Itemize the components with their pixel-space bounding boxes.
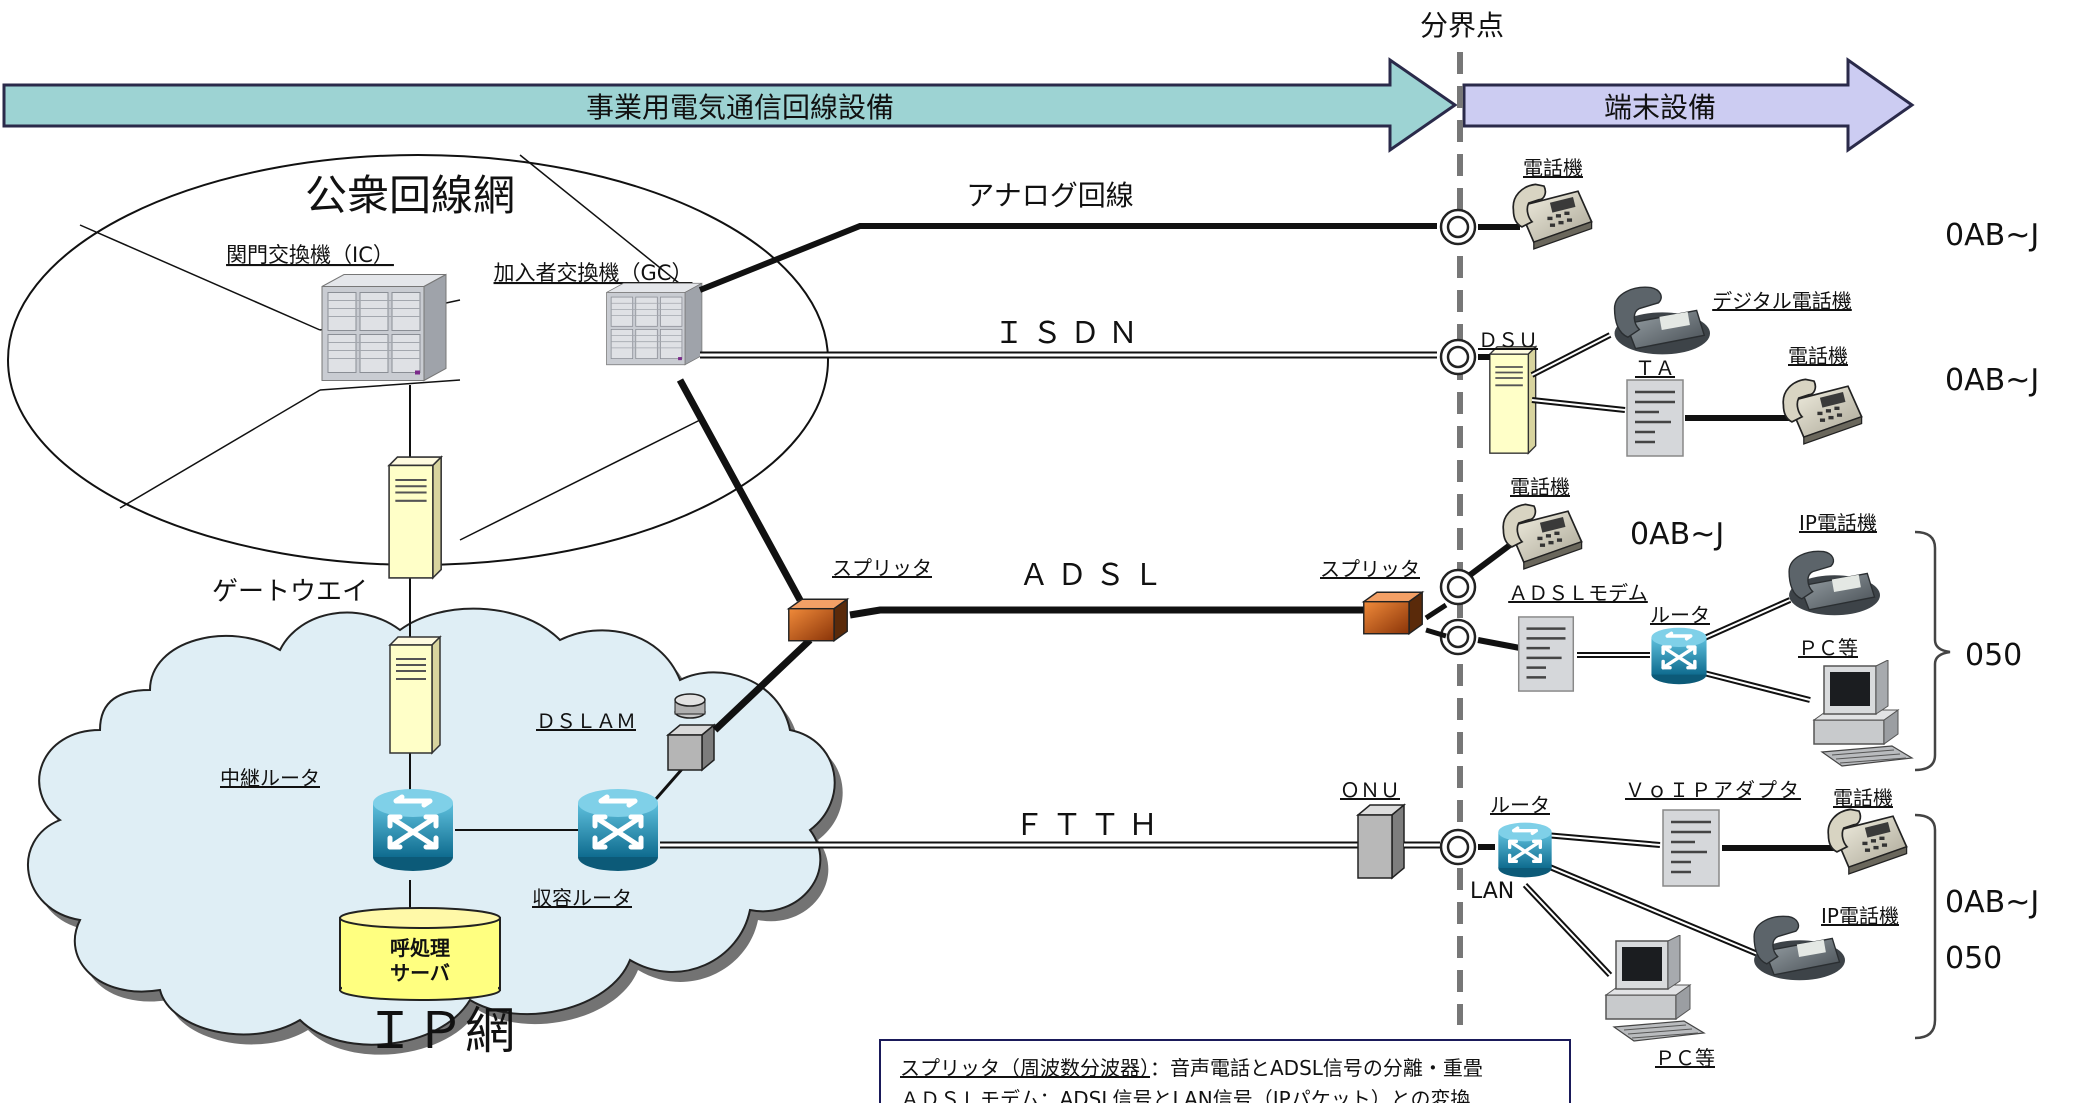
carrier-arrow-label: 事業用電気通信回線設備 — [586, 91, 894, 124]
ftth-pc-icon — [1605, 935, 1705, 1042]
ic-exchange-icon — [321, 273, 447, 382]
adsl-modem-icon — [1517, 615, 1575, 693]
public-network-title: 公衆回線網 — [305, 171, 515, 220]
voip-adapter-icon — [1661, 808, 1721, 888]
ftth-number-a: 0AB~J — [1945, 885, 2039, 920]
isdn-jack-icon — [1439, 338, 1477, 376]
analog-phone-label: 電話機 — [1523, 156, 1583, 180]
adsl-phone-label: 電話機 — [1510, 475, 1570, 499]
notes-term: スプリッタ（周波数分波器） — [900, 1056, 1150, 1080]
gateway-label: ゲートウエイ — [212, 577, 368, 607]
adsl-ip-phone-icon — [1788, 550, 1880, 616]
adsl-line-label: ＡＤＳＬ — [1019, 558, 1171, 593]
ic-label: 関門交換機（IC） — [226, 243, 394, 267]
analog-number: 0AB~J — [1945, 218, 2039, 253]
call-server-label-line2: サーバ — [390, 961, 450, 985]
analog-line-label: アナログ回線 — [966, 179, 1133, 212]
carrier-arrow: 事業用電気通信回線設備 — [2, 57, 1458, 153]
lan-label: LAN — [1470, 879, 1514, 904]
adsl-modem-jack-icon — [1439, 618, 1477, 656]
onu-label: ＯＮＵ — [1340, 778, 1400, 802]
gateway-server-icon — [387, 455, 443, 580]
adsl-lan-links — [1577, 597, 1811, 703]
analog-jack-icon — [1439, 208, 1477, 246]
ftth-jack-icon — [1439, 828, 1477, 866]
ftth-line-label: ＦＴＴＨ — [1014, 808, 1166, 843]
net-splitter-icon — [788, 598, 848, 642]
ftth-pc-label: ＰＣ等 — [1655, 1046, 1715, 1070]
ip-network-title: ＩＰ網 — [365, 1002, 515, 1060]
ftth-ip-phone-label: IP電話機 — [1821, 904, 1899, 928]
analog-phone-icon — [1512, 183, 1593, 250]
ftth-phone-icon — [1827, 808, 1908, 875]
adsl-ip-phone-label: IP電話機 — [1799, 511, 1877, 535]
adsl-router-label: ルータ — [1650, 603, 1710, 627]
isdn-phone-icon — [1782, 378, 1863, 445]
isdn-phone-label: 電話機 — [1788, 344, 1848, 368]
public-network: 公衆回線網 関門交換機（IC） 加入者交換機（GC） — [7, 154, 829, 566]
edge-router-icon — [578, 789, 658, 871]
boundary-label: 分界点 — [1420, 9, 1504, 42]
call-server-label-line1: 呼処理 — [390, 936, 450, 960]
voip-adapter-label: ＶｏＩＰアダプタ — [1625, 778, 1801, 802]
ftth-number-b: 050 — [1945, 941, 2002, 976]
dslam-icon — [665, 693, 717, 772]
gc-to-splitter-line — [676, 378, 804, 602]
digital-phone-icon — [1613, 286, 1710, 356]
adsl-ip-bracket — [1914, 530, 1951, 772]
terminal-arrow: 端末設備 — [1462, 57, 1915, 153]
adsl-phone-number: 0AB~J — [1630, 517, 1724, 552]
analog-line — [698, 223, 1437, 293]
gc-label: 加入者交換機（GC） — [494, 261, 693, 285]
dslam-label: ＤＳＬＡＭ — [536, 709, 636, 733]
ftth-phone-label: 電話機 — [1833, 786, 1893, 810]
ta-label: ＴＡ — [1635, 356, 1675, 380]
terminal-arrow-label: 端末設備 — [1604, 91, 1716, 124]
isdn-number: 0AB~J — [1945, 363, 2039, 398]
adsl-pc-label: ＰＣ等 — [1798, 636, 1858, 660]
adsl-ip-number: 050 — [1965, 638, 2022, 673]
ftth-lan-links — [1478, 832, 1762, 978]
ftth-router-label: ルータ — [1490, 793, 1550, 817]
notes-box: スプリッタ（周波数分波器）：音声電話とADSL信号の分離・重畳 ＡＤＳＬモデム：… — [879, 1039, 1571, 1107]
ftth-router-icon — [1496, 821, 1554, 879]
onu-icon — [1355, 803, 1407, 880]
notes-line1: スプリッタ（周波数分波器）：音声電話とADSL信号の分離・重畳 — [900, 1056, 1483, 1080]
adsl-router-icon — [1649, 626, 1709, 686]
adsl-line — [849, 606, 1365, 619]
adsl-pc-icon — [1813, 660, 1913, 767]
dsu-icon — [1488, 345, 1537, 455]
notes-line2: ＡＤＳＬモデム：ADSL信号とLAN信号（IPパケット）との変換 — [900, 1087, 1471, 1103]
home-splitter-icon — [1363, 591, 1423, 635]
relay-server-icon — [388, 635, 442, 755]
digital-phone-label: デジタル電話機 — [1712, 289, 1852, 313]
adsl-modem-label: ＡＤＳＬモデム — [1508, 581, 1648, 605]
adsl-phone-icon — [1502, 503, 1583, 570]
splitter-to-dslam-line — [712, 637, 813, 733]
dsu-label: ＤＳＵ — [1478, 328, 1538, 352]
relay-router-label: 中継ルータ — [220, 766, 320, 790]
gc-exchange-icon — [606, 282, 703, 366]
call-server: 呼処理 サーバ — [339, 907, 501, 1001]
adsl-phone-jack-icon — [1439, 568, 1477, 606]
edge-router-label: 収容ルータ — [532, 886, 632, 910]
isdn-line-label: ＩＳＤＮ — [994, 316, 1146, 351]
home-splitter-label: スプリッタ — [1320, 557, 1420, 581]
notes-desc: ：音声電話とADSL信号の分離・重畳 — [1150, 1056, 1483, 1080]
net-splitter-label: スプリッタ — [832, 556, 932, 580]
ftth-bracket — [1914, 813, 1937, 1040]
relay-router-icon — [373, 789, 453, 871]
ta-icon — [1625, 378, 1685, 458]
